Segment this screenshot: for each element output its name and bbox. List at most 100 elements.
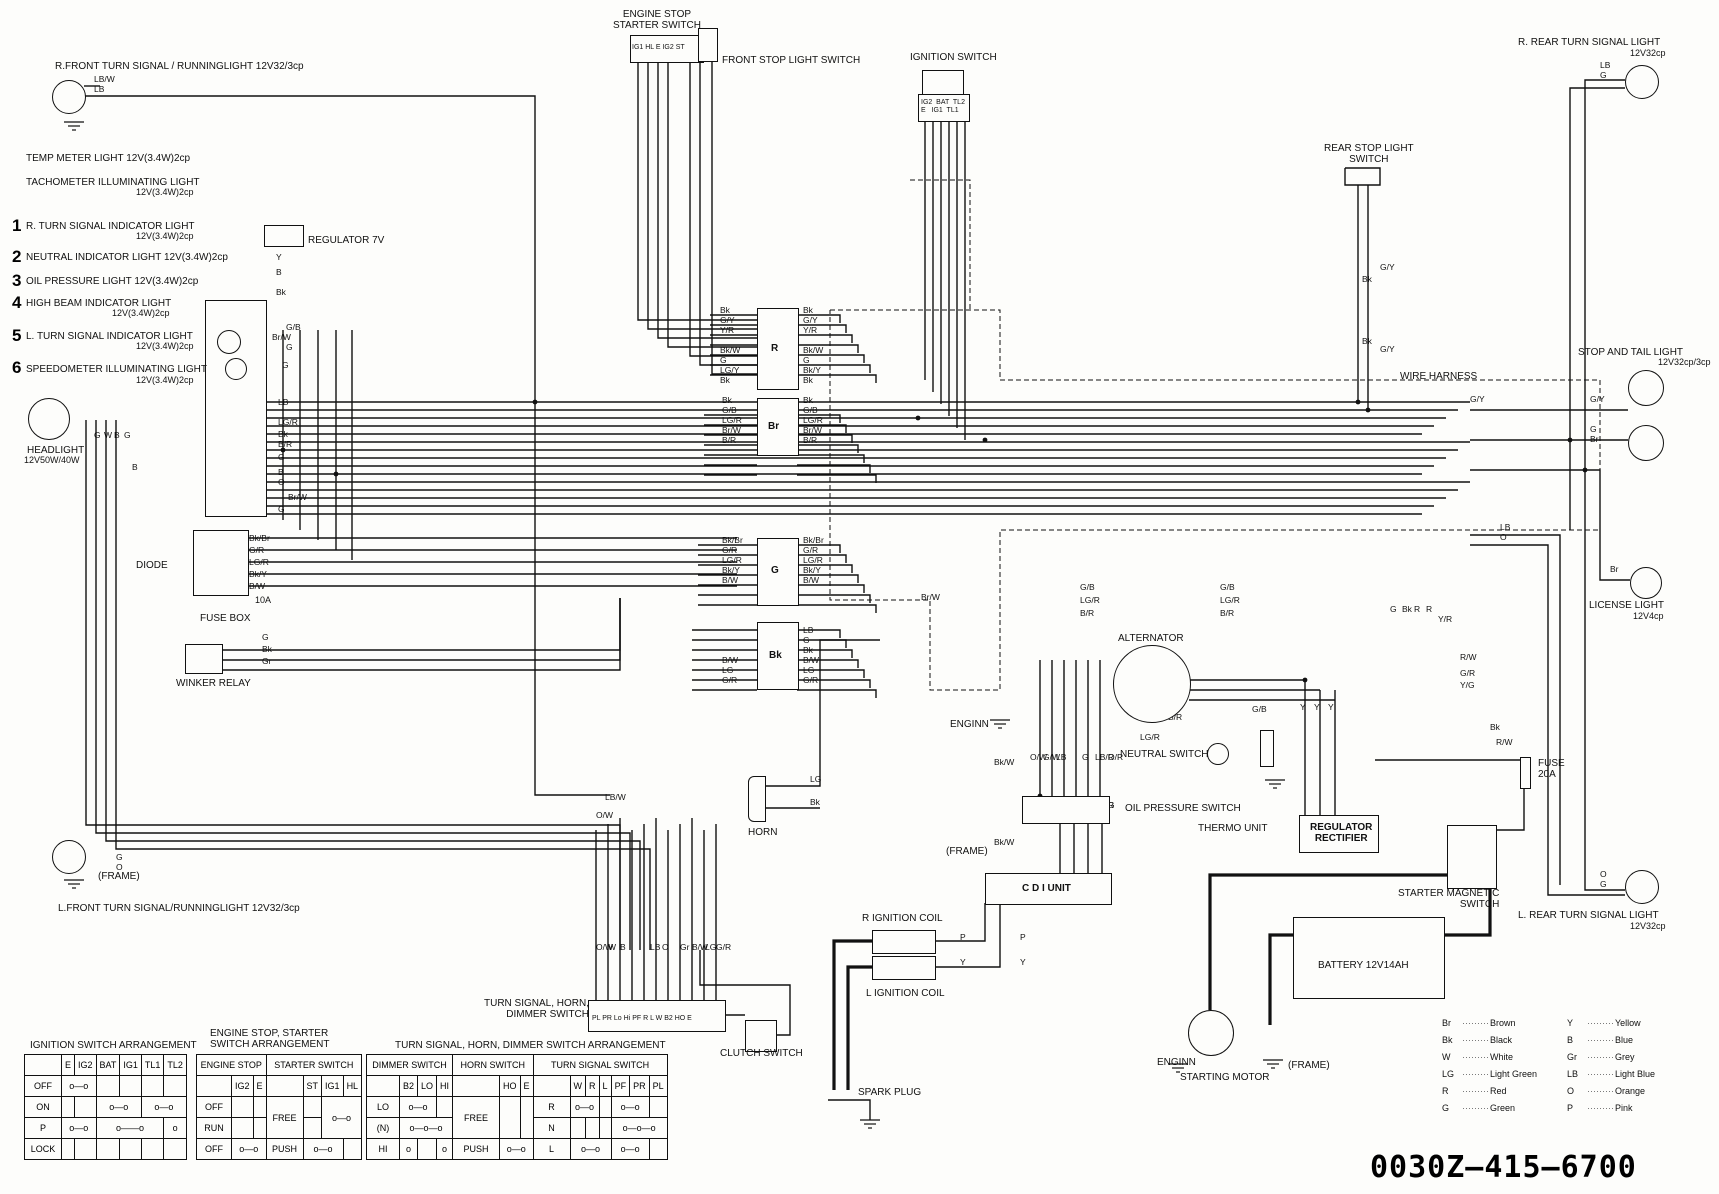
connector-block-br — [757, 398, 799, 456]
connector-g-label: G — [771, 565, 779, 576]
wire-color-tag: G — [1082, 752, 1089, 762]
engine-stop-wire — [711, 61, 757, 375]
wire-color-tag: B/W — [249, 581, 265, 591]
winker-relay-wire — [221, 598, 621, 651]
clutch-switch-body — [745, 1020, 777, 1052]
fuse-wire — [1375, 757, 1525, 761]
legend-color-name: Pink — [1615, 1103, 1633, 1113]
wire-color-tag: G/B — [1080, 582, 1095, 592]
wire-color-tag: B/R — [722, 435, 736, 445]
wire-color-tag: LB/W — [94, 74, 115, 84]
engine-stop-table-title: ENGINE STOP, STARTER SWITCH ARRANGEMENT — [210, 1028, 330, 1050]
wire-color-tag: Br/W — [803, 425, 822, 435]
wire-color-tag: Br/W — [722, 425, 741, 435]
wire-color-tag: LG/R — [722, 415, 742, 425]
tach-light-label: TACHOMETER ILLUMINATING LIGHT — [26, 177, 200, 188]
wire-color-tag: LB/W — [605, 792, 626, 802]
legend-code: P — [1567, 1103, 1574, 1113]
l-rear-turn-signal-label: L. REAR TURN SIGNAL LIGHT — [1518, 910, 1659, 921]
stop-tail-light-spec: 12V32cp/3cp — [1658, 357, 1711, 367]
indicator-4-number: 4 — [12, 293, 22, 312]
front-bundle-wire — [95, 420, 631, 950]
wire-color-tag: O/W — [596, 810, 613, 820]
wire-color-tag: G — [278, 504, 285, 514]
connection-mark: o — [398, 1138, 419, 1160]
wire-color-tag: B — [276, 267, 282, 277]
wire-color-tag: G/Y — [1380, 262, 1395, 272]
dim-col: LO — [417, 1075, 438, 1097]
rear-stop-switch-label: REAR STOP LIGHT SWITCH — [1324, 143, 1414, 165]
ignition-row: OFF — [24, 1075, 62, 1097]
wire-color-tag: Bk — [803, 645, 814, 655]
legend-dots: ········· — [1587, 1103, 1614, 1113]
legend-dots: ········· — [1462, 1018, 1489, 1028]
legend-dots: ········· — [1462, 1086, 1489, 1096]
connector-right-wire — [797, 659, 859, 668]
wire-color-tag: G/W — [1043, 752, 1060, 762]
es-col — [265, 1075, 304, 1097]
front-stop-switch-body — [698, 28, 718, 62]
wire-color-tag: LG — [810, 774, 821, 784]
wire-color-tag: Y — [1328, 702, 1334, 712]
dim-row: LO — [366, 1096, 400, 1118]
legend-code: Bk — [1442, 1035, 1453, 1045]
wire-color-tag: Y — [276, 252, 282, 262]
connector-right-wire — [797, 434, 853, 443]
oil-pressure-light-label: OIL PRESSURE LIGHT 12V(3.4W)2cp — [26, 276, 199, 287]
legend-color-name: Orange — [1615, 1086, 1646, 1096]
indicator-5-number: 5 — [12, 326, 22, 345]
connector-right-wire — [797, 354, 865, 363]
connection-mark: o—o — [231, 1138, 267, 1160]
legend-dots: ········· — [1462, 1103, 1489, 1113]
wire-color-tag: G/B — [286, 322, 301, 332]
wire-color-tag: Bk — [803, 375, 814, 385]
wire-color-tag: Bk — [1490, 722, 1501, 732]
wire-color-tag: G — [1108, 800, 1115, 810]
horn-body — [748, 776, 766, 822]
legend-color-name: Blue — [1615, 1035, 1634, 1045]
rear-turn-wire — [1569, 87, 1625, 530]
r-turn-indicator-label: R. TURN SIGNAL INDICATOR LIGHT — [26, 221, 195, 232]
horn-col: E — [519, 1075, 534, 1097]
wire-color-tag: W — [104, 430, 112, 440]
wire-color-tag: Br — [1610, 564, 1619, 574]
legend-dots: ········· — [1587, 1035, 1614, 1045]
regulator-7v-body — [264, 225, 304, 247]
wire-color-tag: O/W — [596, 942, 613, 952]
wire-color-tag: Bk/W — [803, 345, 823, 355]
turn-row: N — [532, 1117, 571, 1139]
legend-dots: ········· — [1462, 1035, 1489, 1045]
legend-code: B — [1567, 1035, 1574, 1045]
l-ignition-coil-label: L IGNITION COIL — [866, 988, 945, 999]
alternator-wire — [1189, 679, 1306, 690]
wire-color-tag: Bk — [722, 395, 733, 405]
speedometer-light-label: SPEEDOMETER ILLUMINATING LIGHT — [26, 364, 207, 375]
ignition-col: IG2 — [74, 1054, 97, 1076]
l-front-turn-signal-bulb — [52, 840, 86, 874]
wire-color-tag: Bk — [803, 305, 814, 315]
r-ignition-coil-body — [872, 930, 936, 954]
r-rear-turn-signal-label: R. REAR TURN SIGNAL LIGHT — [1518, 37, 1661, 48]
wire-color-tag: G/R — [722, 545, 737, 555]
license-light-label: LICENSE LIGHT — [1589, 600, 1665, 611]
high-beam-spec: 12V(3.4W)2cp — [112, 308, 170, 318]
es-col: HL — [342, 1075, 363, 1097]
wire-color-tag: Bk/W — [994, 757, 1014, 767]
legend-color-name: Light Blue — [1615, 1069, 1656, 1079]
engine-stop-wire — [637, 61, 757, 321]
wire-color-tag: Bk/Br — [722, 535, 743, 545]
wire-color-tag: O/R — [1108, 752, 1123, 762]
license-wire — [1470, 469, 1630, 581]
connector-right-wire — [797, 574, 859, 583]
junction-dot — [915, 415, 921, 421]
wire-color-tag: LB — [1500, 522, 1511, 532]
rear-turn-wire — [1470, 534, 1561, 885]
connection-mark: o—o — [569, 1096, 600, 1118]
legend-code: W — [1442, 1052, 1451, 1062]
starting-motor-body — [1188, 1010, 1234, 1056]
l-front-turn-signal-label: L.FRONT TURN SIGNAL/RUNNINGLIGHT 12V32/3… — [58, 903, 300, 914]
wire-color-tag: O — [1600, 869, 1607, 879]
wire-color-tag: LG — [705, 942, 716, 952]
neutral-switch-body — [1207, 743, 1229, 765]
